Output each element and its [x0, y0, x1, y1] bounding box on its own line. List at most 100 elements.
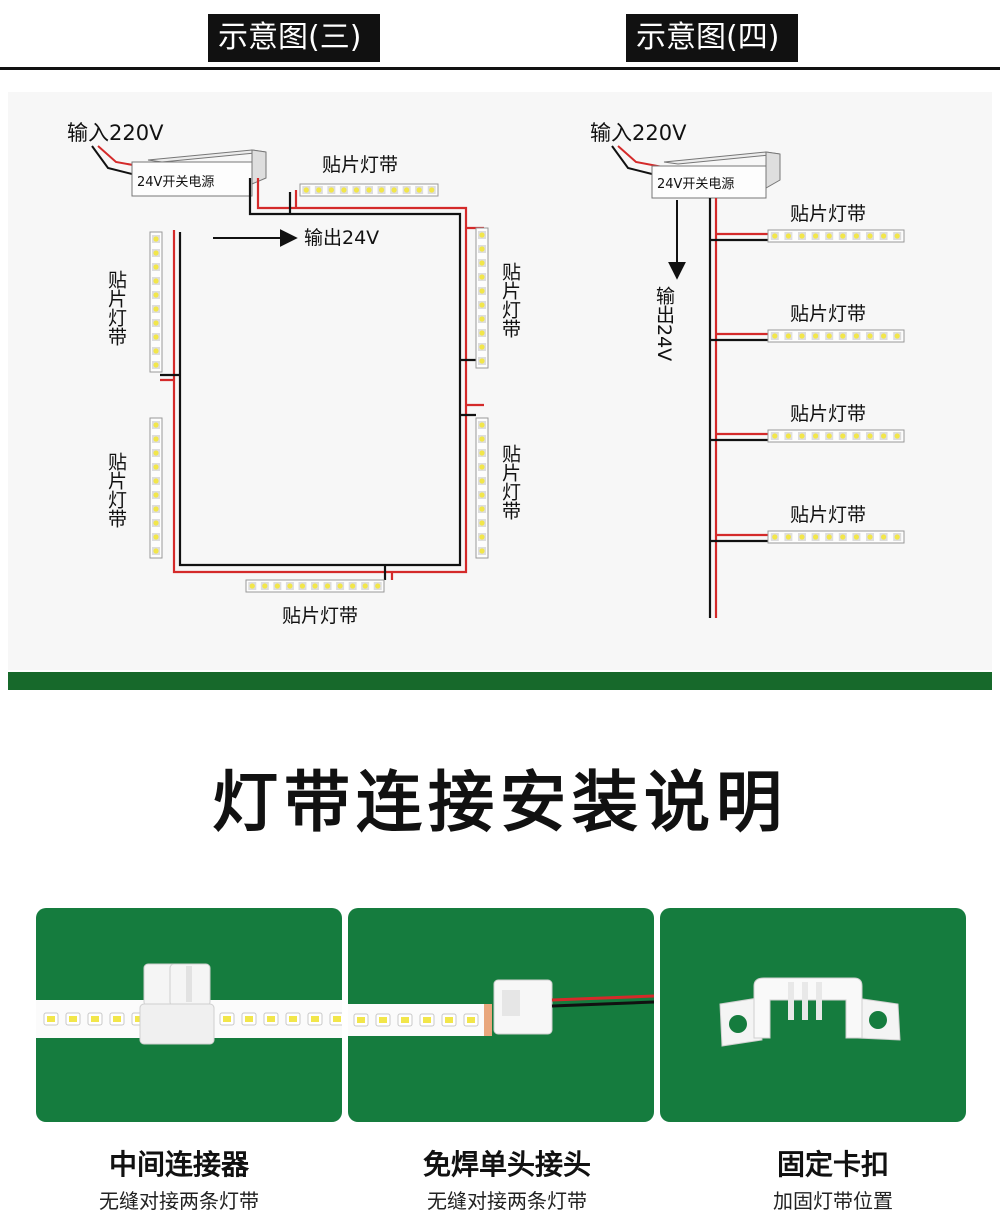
diagram3: 输入220V 24V开关电源 输出24V 贴片灯带 贴片灯带 贴片灯带 贴片灯带… — [67, 121, 521, 627]
d3-strip-right-bottom-label: 贴片灯带 — [499, 444, 521, 520]
d3-strip-left-top — [149, 231, 163, 373]
led-chip — [826, 433, 832, 439]
led-chip — [881, 433, 887, 439]
led-chip — [153, 422, 159, 428]
led-chip — [867, 534, 873, 540]
led-chip — [467, 1017, 475, 1023]
led-chip — [366, 187, 372, 193]
led-chip — [401, 1017, 409, 1023]
diagram4-header: 示意图(四) — [626, 14, 798, 62]
d4-strip-3 — [767, 429, 905, 443]
led-chip — [153, 264, 159, 270]
section-title: 灯带连接安装说明 — [212, 764, 788, 841]
d4-input-wire-black — [611, 145, 661, 177]
led-chip — [853, 433, 860, 439]
d4-output-label: 输出24V — [653, 286, 675, 361]
mounting-clip-illustration — [719, 977, 901, 1047]
led-chip — [785, 233, 792, 239]
product-photo-mounting-clip — [660, 908, 966, 1122]
d3-strip-top — [299, 183, 439, 197]
led-chip — [47, 1016, 55, 1022]
led-chip — [772, 233, 778, 239]
led-chip — [274, 583, 280, 589]
d4-strip-label: 贴片灯带 — [790, 303, 866, 325]
led-chip — [479, 506, 485, 512]
led-chip — [153, 548, 159, 554]
led-chip — [479, 260, 485, 266]
d4-strip-2 — [767, 329, 905, 343]
led-chip — [299, 583, 306, 589]
led-chip — [479, 358, 485, 364]
led-chip — [262, 583, 268, 589]
led-chip — [479, 548, 485, 554]
led-chip — [153, 320, 159, 326]
led-chip — [404, 187, 410, 193]
led-chip — [785, 433, 792, 439]
led-chip — [350, 583, 356, 589]
led-chip — [799, 534, 805, 540]
d3-strip-bottom — [245, 579, 385, 593]
header-divider — [0, 67, 1000, 70]
led-chip — [333, 1016, 341, 1022]
led-chip — [245, 1016, 253, 1022]
led-chip — [303, 187, 309, 193]
led-chip — [799, 433, 805, 439]
led-chip — [479, 534, 485, 540]
led-chip — [479, 288, 485, 294]
d4-psu-box: 24V开关电源 — [651, 151, 781, 199]
led-chip — [353, 187, 360, 193]
green-divider-bar — [8, 672, 992, 690]
wiring-diagrams: 输入220V 24V开关电源 输出24V 贴片灯带 贴片灯带 贴片灯带 贴片灯带… — [67, 121, 905, 627]
led-chip — [378, 187, 385, 193]
led-chip — [894, 233, 900, 239]
led-chip — [153, 348, 159, 354]
led-chip — [479, 422, 485, 428]
led-chip — [312, 583, 318, 589]
led-chip — [479, 520, 485, 526]
led-chip — [867, 433, 873, 439]
led-chip — [772, 433, 778, 439]
led-chip — [375, 583, 381, 589]
product-photo-single-connector — [348, 908, 654, 1122]
led-chip — [324, 583, 331, 589]
led-chip — [479, 246, 485, 252]
d3-led-strips — [149, 183, 489, 593]
led-chip — [337, 583, 343, 589]
led-chip — [153, 506, 159, 512]
led-chip — [362, 583, 368, 589]
led-chip — [881, 333, 887, 339]
d3-output-label: 输出24V — [304, 227, 379, 249]
d4-strip-label: 贴片灯带 — [790, 403, 866, 425]
product-title-single-connector: 免焊单头接头 — [422, 1148, 591, 1181]
led-chip — [813, 233, 819, 239]
d4-strip-label: 贴片灯带 — [790, 203, 866, 225]
product-desc-middle-connector: 无缝对接两条灯带 — [99, 1189, 259, 1213]
d3-strip-top-label: 贴片灯带 — [322, 154, 398, 176]
d3-strip-bottom-label: 贴片灯带 — [282, 605, 358, 627]
led-chip — [311, 1016, 319, 1022]
d3-strip-left-bottom — [149, 417, 163, 559]
led-chip — [479, 274, 485, 280]
led-chip — [289, 1016, 297, 1022]
diagram3-header: 示意图(三) — [208, 14, 380, 62]
led-chip — [445, 1017, 453, 1023]
led-chip — [287, 583, 293, 589]
d3-input-label: 输入220V — [67, 121, 164, 145]
led-chip — [881, 233, 887, 239]
led-chip — [153, 292, 159, 298]
led-chip — [479, 302, 485, 308]
led-chip — [429, 187, 435, 193]
led-chip — [826, 233, 832, 239]
product-desc-single-connector: 无缝对接两条灯带 — [427, 1189, 587, 1213]
led-chip — [772, 534, 778, 540]
led-chip — [153, 492, 159, 498]
led-chip — [479, 492, 485, 498]
d3-input-wire-black — [91, 145, 141, 177]
led-chip — [853, 233, 860, 239]
led-chip — [153, 450, 159, 456]
middle-connector-illustration — [36, 963, 342, 1045]
led-chip — [69, 1016, 77, 1022]
led-chip — [479, 464, 485, 470]
